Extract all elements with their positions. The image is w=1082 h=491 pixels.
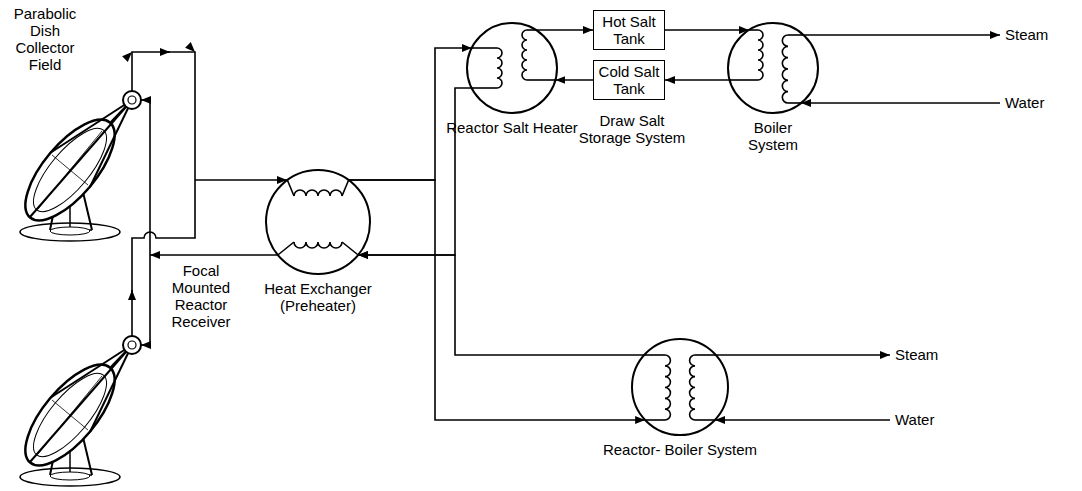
vessel-outline (266, 170, 370, 274)
coil-lead (644, 354, 665, 356)
coil-lead (527, 79, 555, 81)
caption: Reactor- Boiler System (570, 441, 790, 458)
pipe-connector (358, 255, 644, 355)
caption: Heat Exchanger (Preheater) (263, 280, 373, 314)
flow-label: Water (895, 411, 934, 428)
coil (497, 48, 502, 88)
coil-lead (695, 419, 715, 421)
coil-lead (472, 87, 497, 89)
receiver-piping (132, 52, 287, 345)
coil-lead (749, 29, 758, 31)
coil-lead (788, 34, 804, 36)
caption: Reactor Salt Heater (437, 119, 587, 136)
node-label: Boiler System (733, 119, 813, 153)
pipe-connector (349, 180, 645, 420)
coil-lead (695, 354, 716, 356)
receiver-label: Focal Mounted Reactor Receiver (160, 262, 242, 330)
coil-lead (472, 47, 497, 49)
coil (294, 190, 342, 196)
pipe-connector (555, 79, 593, 81)
node-label: Reactor Salt Heater (437, 119, 587, 136)
coil-lead (287, 180, 294, 196)
tank-box: Hot Salt Tank (593, 10, 665, 50)
coil-lead (527, 29, 536, 31)
coil (665, 355, 670, 420)
heat-exchanger: Heat Exchanger (Preheater) (263, 170, 373, 274)
pipe-connector (536, 29, 593, 31)
coil-lead (342, 180, 349, 196)
vessel-circle (464, 20, 560, 116)
node-label: Reactor- Boiler System (570, 441, 790, 458)
field-label: Parabolic Dish Collector Field (5, 5, 85, 73)
coil-lead (730, 79, 758, 81)
salt-heater: Reactor Salt Heater (437, 23, 587, 113)
flow-label: Steam (895, 346, 938, 363)
vessel-outline (632, 339, 728, 435)
pipe-connector (665, 29, 749, 31)
coil (690, 355, 695, 420)
dish-lower (10, 336, 141, 486)
flow-label: Steam (1005, 26, 1048, 43)
storage-label: Draw Salt Storage System (577, 112, 687, 146)
caption: Boiler System (733, 119, 813, 153)
pipe-connector (358, 88, 472, 255)
node-label: Cold Salt Tank (596, 63, 662, 97)
coil (758, 30, 763, 80)
coil (294, 242, 342, 248)
pipe-connector (665, 79, 730, 81)
coil-lead (645, 419, 665, 421)
coil-lead (788, 102, 801, 104)
steam-water-lines (715, 35, 1000, 420)
dish-upper (10, 91, 141, 241)
vessel-circle (629, 336, 731, 438)
coil (522, 30, 527, 80)
flow-label: Water (1005, 94, 1044, 111)
coil-lead (342, 242, 358, 255)
coil-lead (278, 242, 294, 255)
vessel-outline (728, 23, 818, 113)
vessel-circle (263, 167, 373, 277)
node-label: Heat Exchanger (Preheater) (263, 280, 373, 314)
vessel-outline (467, 23, 557, 113)
tank-box: Cold Salt Tank (593, 60, 665, 100)
coil (782, 35, 788, 103)
reactor-boiler: Reactor- Boiler System (570, 339, 790, 435)
pipe-connector (349, 48, 472, 180)
boiler: Boiler System (733, 23, 813, 113)
vessel-circle (725, 20, 821, 116)
node-label: Hot Salt Tank (596, 13, 662, 47)
